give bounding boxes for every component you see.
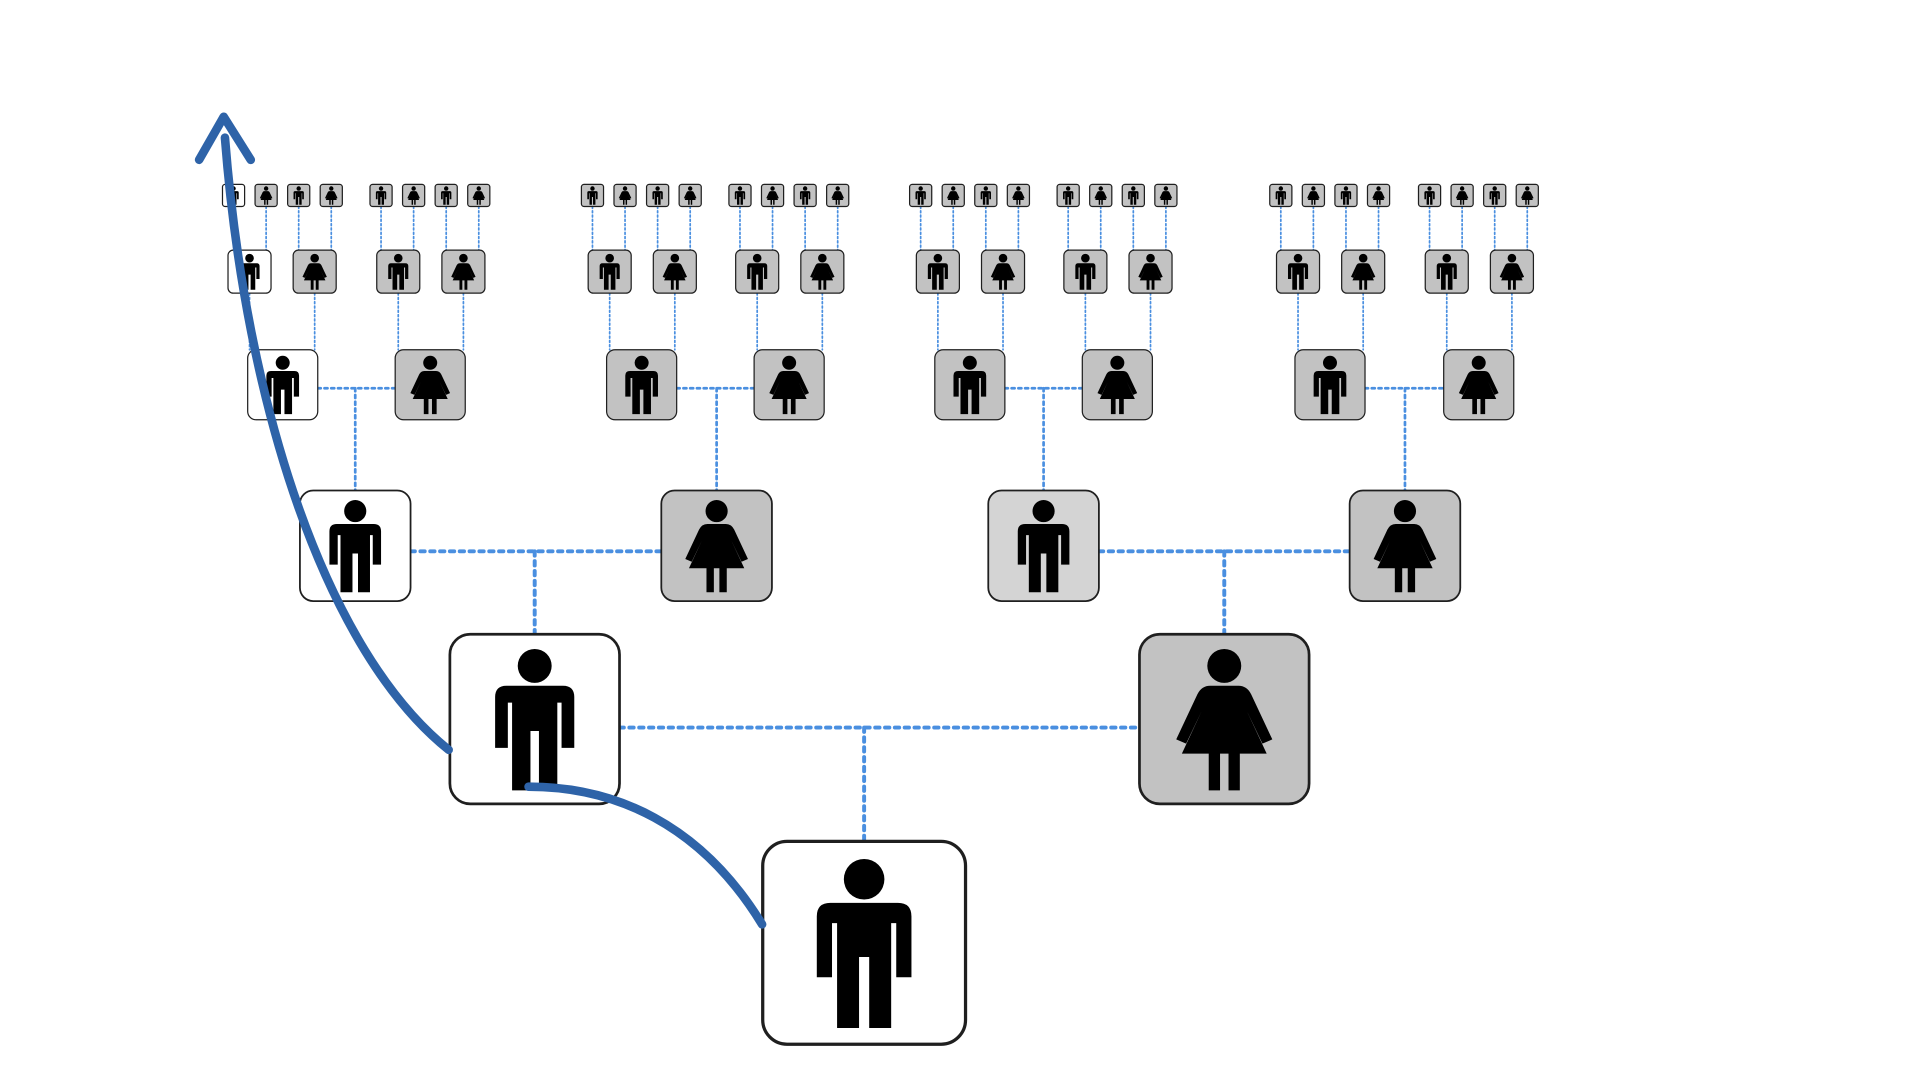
- male-person-box: [587, 249, 632, 294]
- female-person-box: [1301, 183, 1326, 208]
- male-person-box: [728, 183, 752, 208]
- female-person-box: [1489, 249, 1535, 294]
- male-person-box: [1483, 183, 1507, 208]
- male-person-box: [915, 249, 961, 294]
- female-person-box: [1089, 183, 1113, 208]
- female-person-box: [394, 349, 466, 421]
- female-person-box: [1348, 489, 1462, 602]
- male-person-box: [448, 632, 621, 806]
- person-boxes: [221, 183, 1539, 1046]
- male-person-box: [376, 249, 421, 294]
- female-person-box: [980, 249, 1026, 294]
- female-person-box: [1443, 349, 1515, 421]
- female-person-box: [1128, 249, 1173, 294]
- male-person-box: [761, 839, 968, 1046]
- male-person-box: [369, 183, 393, 208]
- female-person-box: [826, 183, 850, 208]
- male-person-box: [1294, 349, 1366, 421]
- male-person-box: [434, 183, 458, 208]
- male-person-box: [287, 183, 311, 208]
- female-person-box: [1341, 249, 1386, 294]
- male-person-box: [1121, 183, 1145, 208]
- female-person-box: [800, 249, 845, 294]
- female-person-box: [1154, 183, 1178, 208]
- male-person-box: [1269, 183, 1293, 208]
- male-person-box: [1334, 183, 1358, 208]
- paternal-line-arrow: [194, 112, 767, 929]
- female-person-box: [941, 183, 965, 208]
- female-person-box: [1515, 183, 1539, 208]
- male-person-box: [793, 183, 817, 208]
- male-person-box: [908, 183, 933, 208]
- female-person-box: [441, 249, 486, 294]
- male-person-box: [934, 349, 1006, 421]
- female-person-box: [319, 183, 343, 208]
- female-person-box: [678, 183, 702, 208]
- female-person-box: [1138, 632, 1311, 806]
- male-person-box: [1424, 249, 1469, 294]
- female-person-box: [254, 183, 278, 208]
- male-person-box: [645, 183, 670, 208]
- female-person-box: [1450, 183, 1474, 208]
- female-person-box: [652, 249, 697, 294]
- female-person-box: [753, 349, 825, 421]
- female-person-box: [401, 183, 426, 208]
- connector-lines: [232, 205, 1529, 844]
- female-person-box: [467, 183, 491, 208]
- male-person-box: [605, 349, 678, 421]
- male-person-box: [1063, 249, 1108, 294]
- male-person-box: [580, 183, 605, 208]
- male-person-box: [974, 183, 998, 208]
- female-person-box: [292, 249, 337, 294]
- female-person-box: [613, 183, 637, 208]
- male-person-box: [1417, 183, 1442, 208]
- arrow-head-icon: [194, 112, 256, 165]
- female-person-box: [1081, 349, 1153, 421]
- paternal-line-curve: [220, 133, 767, 929]
- male-person-box: [1056, 183, 1080, 208]
- female-person-box: [760, 183, 785, 208]
- female-person-box: [1366, 183, 1391, 208]
- male-person-box: [1275, 249, 1321, 294]
- female-person-box: [1006, 183, 1031, 208]
- male-person-box: [735, 249, 780, 294]
- female-person-box: [660, 489, 773, 602]
- male-person-box: [987, 489, 1100, 602]
